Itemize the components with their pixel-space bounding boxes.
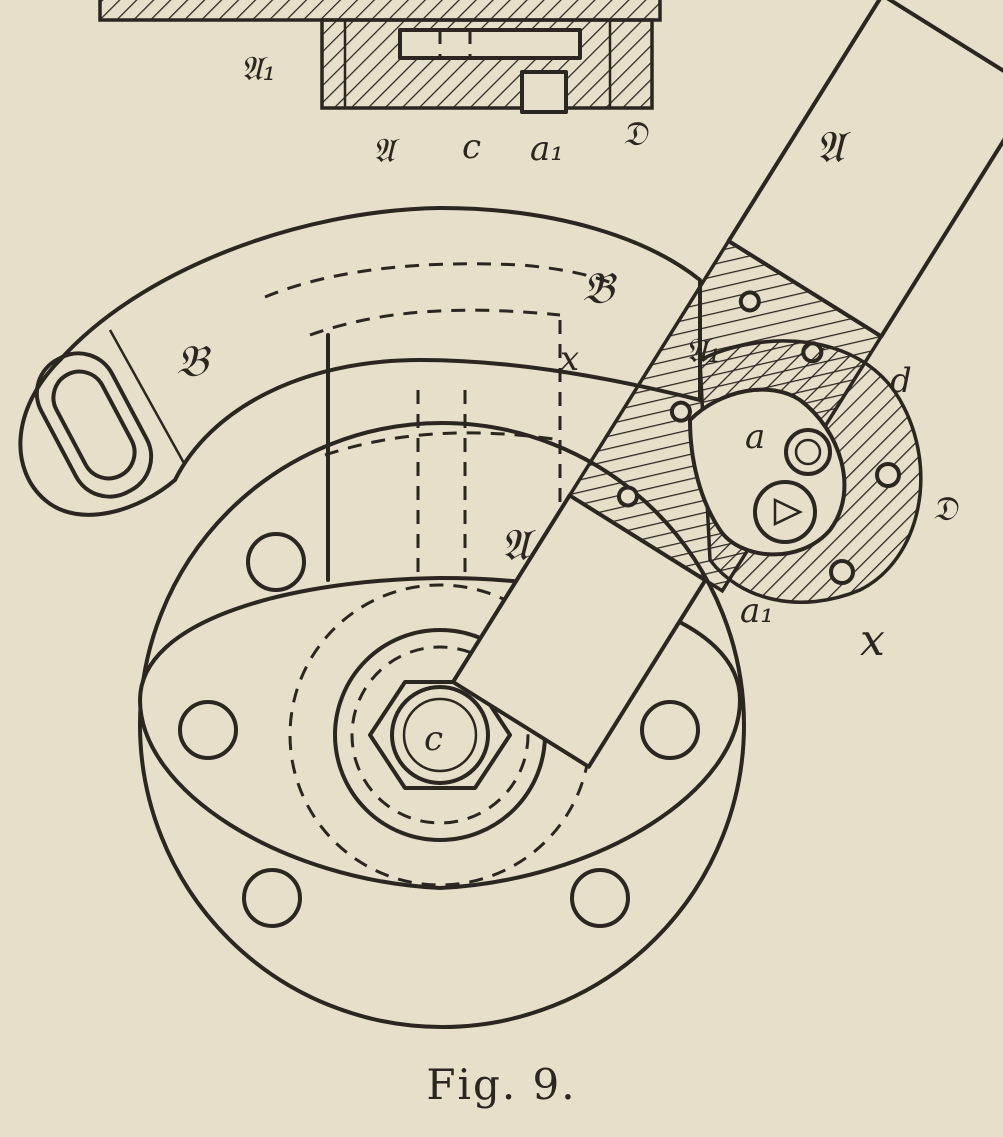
bracket-slot-outer xyxy=(34,351,154,499)
nut-washer xyxy=(390,685,490,785)
label-center-c: c xyxy=(424,719,443,759)
label-section-a1: 𝔄₁ xyxy=(240,49,276,89)
arm-lower xyxy=(451,493,708,769)
bracket-arc-1 xyxy=(264,262,613,299)
figure-caption: Fig. 9. xyxy=(426,1060,577,1109)
bolt-hole-3 xyxy=(640,700,700,760)
label-d-right: 𝔇 xyxy=(932,489,959,529)
bracket-arc-3 xyxy=(324,431,561,457)
nut-bore xyxy=(402,697,478,773)
bolt-hole-2 xyxy=(178,700,238,760)
arm-bolt-3 xyxy=(669,400,692,423)
label-bracket-left: 𝔅 xyxy=(176,336,212,387)
pin-a1-mark xyxy=(773,498,803,526)
label-section-d: 𝔇 xyxy=(622,114,649,154)
section-pin xyxy=(520,70,568,114)
label-arm-inner: 𝔄₁ xyxy=(685,331,721,371)
arm-bolt-1 xyxy=(738,290,761,313)
label-x-top: x xyxy=(560,339,579,379)
pin-a xyxy=(784,428,832,476)
label-section-c: c xyxy=(462,127,481,167)
label-bracket-top: 𝔅 xyxy=(582,263,618,314)
bolt-hole-4 xyxy=(242,868,302,928)
label-section-a: 𝔄 xyxy=(372,131,400,171)
arm-bolt-4 xyxy=(616,485,639,508)
hub-ring-dashed xyxy=(350,645,530,825)
housing-bolt-2 xyxy=(829,559,855,585)
pin-a1 xyxy=(753,480,817,544)
housing-bolt-1 xyxy=(875,462,901,488)
label-a-small: a xyxy=(745,417,765,457)
label-a1-small: a₁ xyxy=(740,591,774,631)
bracket xyxy=(18,206,702,517)
bracket-slot-divider xyxy=(108,329,187,466)
bolt-hole-5 xyxy=(570,868,630,928)
bracket-arc-2 xyxy=(309,308,561,337)
pin-a-inner xyxy=(794,438,822,466)
label-section-a1-small: a₁ xyxy=(530,129,564,169)
section-top-plate xyxy=(98,0,662,22)
bracket-slot-inner xyxy=(51,369,137,481)
section-view xyxy=(98,0,662,114)
section-slot xyxy=(398,28,582,60)
label-d-small: d xyxy=(890,361,912,401)
bolt-hole-1 xyxy=(246,532,306,592)
label-x-bottom: x xyxy=(860,615,885,666)
